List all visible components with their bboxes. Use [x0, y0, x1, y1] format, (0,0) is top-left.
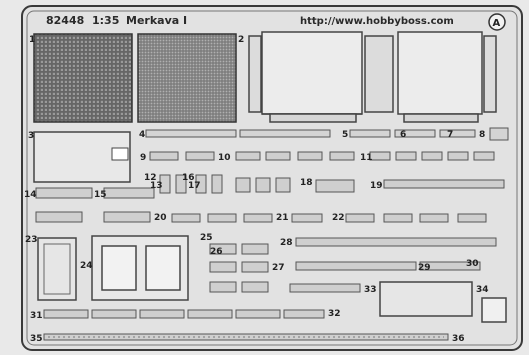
part-number: 21	[276, 213, 289, 223]
large-frame-a	[248, 31, 363, 123]
part-number: 35	[30, 334, 43, 344]
part-number-labels: 1 2 3 4 5 6 7 8 9 10 11 12 13 14 15 16 1…	[24, 35, 489, 344]
part-23-inner	[43, 243, 71, 295]
part-number: 4	[139, 130, 145, 140]
large-frame-b	[364, 31, 497, 123]
part-number: 11	[360, 153, 373, 163]
part-number: 22	[332, 213, 345, 223]
part-number: 30	[466, 259, 479, 269]
part-number: 2	[238, 35, 244, 45]
part-number: 17	[188, 181, 201, 191]
part-number: 31	[30, 311, 43, 321]
part-number: 16	[182, 173, 195, 183]
part-number: 13	[150, 181, 163, 191]
mesh-panel-1	[33, 33, 133, 123]
part-number: 32	[328, 309, 341, 319]
part-number: 28	[280, 238, 293, 248]
part-number: 23	[25, 235, 38, 245]
kit-url: http://www.hobbyboss.com	[300, 16, 454, 27]
part-number: 9	[140, 153, 146, 163]
kit-scale: 1:35	[92, 14, 119, 27]
part-number: 10	[218, 153, 231, 163]
part-number: 19	[370, 181, 383, 191]
part-number: 36	[452, 334, 465, 344]
strip-row-4	[145, 127, 509, 141]
part-number: 1	[29, 35, 35, 45]
part-number: 26	[210, 247, 223, 257]
part-number: 5	[342, 130, 348, 140]
corner-marker-letter: A	[493, 18, 501, 29]
part-number: 27	[272, 263, 285, 273]
part-number: 15	[94, 190, 107, 200]
small-parts-row-2	[159, 174, 505, 194]
small-parts-row-1	[149, 151, 495, 161]
part-number: 7	[447, 130, 453, 140]
part-3-tab	[111, 147, 129, 161]
part-number: 25	[200, 233, 213, 243]
part-number: 24	[80, 261, 93, 271]
part-number: 20	[154, 213, 167, 223]
part-number: 33	[364, 285, 377, 295]
small-parts-row-28	[289, 237, 497, 293]
part-number: 12	[144, 173, 157, 183]
part-number: 29	[418, 263, 431, 273]
mesh-panel-2	[137, 33, 237, 123]
corner-marker-circle	[488, 13, 506, 31]
part-24-frame	[91, 235, 189, 301]
part-number: 18	[300, 178, 313, 188]
small-parts-block-25	[209, 243, 269, 293]
small-parts-row-3	[35, 187, 487, 223]
part-number: 34	[476, 285, 489, 295]
part-number: 8	[479, 130, 485, 140]
long-strip-35	[43, 333, 449, 341]
part-number: 3	[28, 131, 34, 141]
part-34-square	[481, 297, 507, 323]
part-number: 14	[24, 190, 37, 200]
fret-inner-border	[26, 10, 518, 346]
part-33-frame	[379, 281, 473, 317]
part-number: 6	[400, 130, 406, 140]
kit-code: 82448	[46, 14, 84, 27]
strip-row-31	[43, 309, 325, 319]
kit-name: Merkava I	[126, 14, 187, 27]
